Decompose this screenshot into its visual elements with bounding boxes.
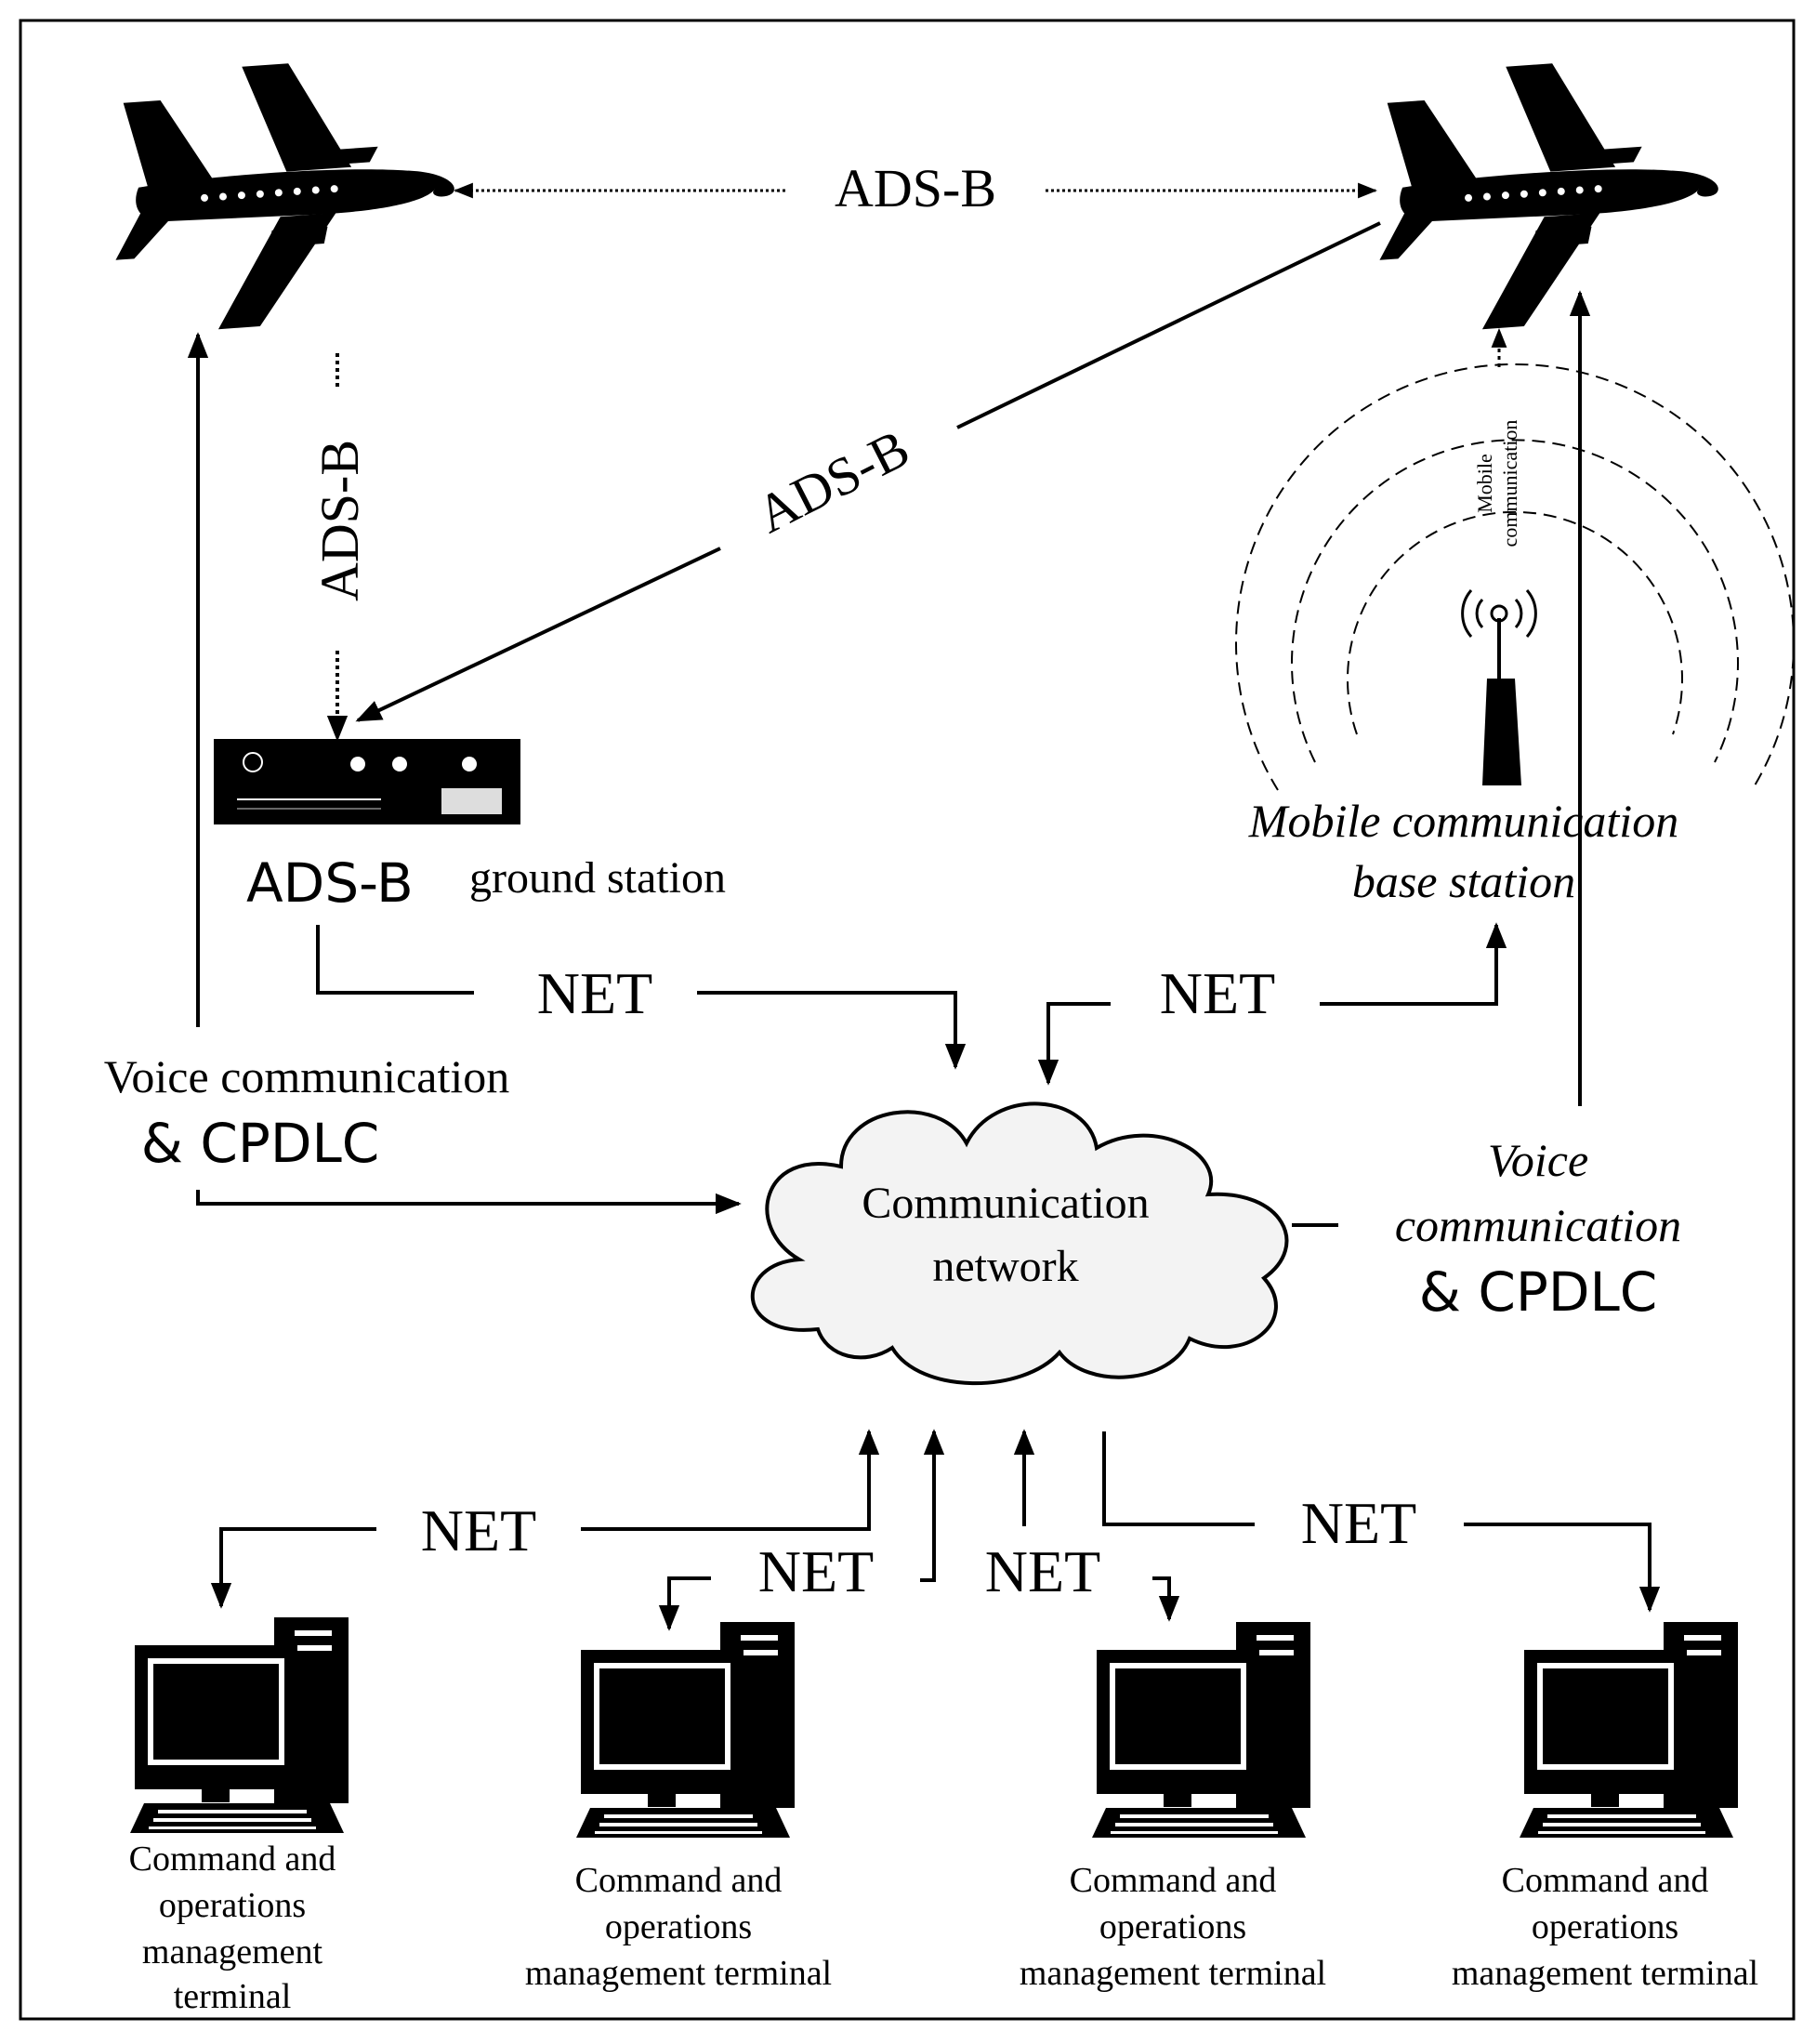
ground-station-prefix: ADS-B <box>246 851 414 915</box>
cloud-label-line1: Communication <box>862 1179 1149 1228</box>
svg-text:management terminal: management terminal <box>1452 1954 1758 1993</box>
net-right-label: NET <box>1160 960 1275 1026</box>
net-bottom-3-line-right <box>1152 1576 1180 1622</box>
voice-left-line1: Voice communication <box>104 1050 509 1102</box>
ads-b-diagonal-arrow <box>355 547 721 722</box>
svg-text:operations: operations <box>1532 1907 1678 1946</box>
net-bottom-1-label: NET <box>421 1497 536 1563</box>
terminal-2-label: Command and operations management termin… <box>525 1861 832 1993</box>
ground-station-label: ground station <box>469 853 726 903</box>
net-base-station-arrow-up <box>1320 922 1507 1006</box>
communication-network-cloud <box>750 1101 1289 1386</box>
outer-frame <box>19 19 1796 2021</box>
net-bottom-2-label: NET <box>758 1538 874 1604</box>
left-airplane-icon <box>102 52 464 336</box>
ads-b-top-label: ADS-B <box>835 158 996 218</box>
net-bottom-3-label: NET <box>985 1538 1100 1604</box>
voice-right-line1: Voice <box>1488 1134 1588 1186</box>
ads-b-diagonal-line-upper <box>956 221 1381 429</box>
cloud-label-line2: network <box>932 1242 1078 1291</box>
net-bottom-4-line-left <box>1102 1431 1255 1526</box>
ads-b-vertical-label: ADS-B <box>309 440 370 601</box>
svg-text:operations: operations <box>605 1907 752 1946</box>
net-bottom-1-line-right <box>581 1429 880 1531</box>
mobile-base-station-line1: Mobile communication <box>1248 795 1678 847</box>
svg-text:management terminal: management terminal <box>1020 1954 1326 1993</box>
net-ground-station-arrow <box>697 991 967 1070</box>
terminal-1-label: Command and operations management termin… <box>129 1840 336 2016</box>
net-bottom-4-label: NET <box>1301 1490 1416 1556</box>
svg-text:operations: operations <box>1099 1907 1246 1946</box>
voice-left-line2: & CPDLC <box>141 1112 380 1175</box>
ads-b-diagonal-label: ADS-B <box>747 417 919 545</box>
net-bottom-2-line-left <box>658 1576 711 1631</box>
mobile-tower-icon <box>1461 589 1537 785</box>
left-voice-to-cloud-arrow <box>196 1190 742 1215</box>
svg-text:Command and: Command and <box>1502 1861 1709 1900</box>
terminal-1-computer-icon <box>130 1617 349 1833</box>
ads-b-ground-station-icon <box>214 739 520 824</box>
terminal-2-computer-icon <box>576 1622 795 1838</box>
voice-right-line2: communication <box>1395 1199 1681 1251</box>
svg-text:Command and: Command and <box>1070 1861 1277 1900</box>
svg-text:management: management <box>142 1932 323 1971</box>
net-left-label: NET <box>537 960 652 1026</box>
terminal-3-computer-icon <box>1092 1622 1310 1838</box>
net-bottom-2-line-right <box>920 1429 945 1582</box>
svg-text:Command and: Command and <box>129 1840 336 1879</box>
right-airplane-icon <box>1366 52 1728 336</box>
svg-text:terminal: terminal <box>174 1977 292 2016</box>
net-base-station-arrow-down <box>1037 1002 1111 1086</box>
terminal-4-label: Command and operations management termin… <box>1452 1861 1758 1993</box>
mobile-base-station-line2: base station <box>1352 855 1575 907</box>
mobile-tower-tag-line1: Mobile <box>1473 454 1496 513</box>
svg-text:Command and: Command and <box>575 1861 783 1900</box>
net-bottom-4-line-right <box>1464 1523 1661 1613</box>
net-ground-station-line <box>316 925 474 995</box>
mobile-tower-tag-line2: communication <box>1498 420 1521 547</box>
svg-text:management terminal: management terminal <box>525 1954 832 1993</box>
mobile-signal-rings <box>1235 363 1795 791</box>
svg-text:operations: operations <box>159 1886 306 1925</box>
voice-right-line3: & CPDLC <box>1419 1260 1658 1324</box>
terminal-3-label: Command and operations management termin… <box>1020 1861 1326 1993</box>
net-bottom-1-line-left <box>210 1527 376 1609</box>
terminal-4-computer-icon <box>1520 1622 1738 1838</box>
